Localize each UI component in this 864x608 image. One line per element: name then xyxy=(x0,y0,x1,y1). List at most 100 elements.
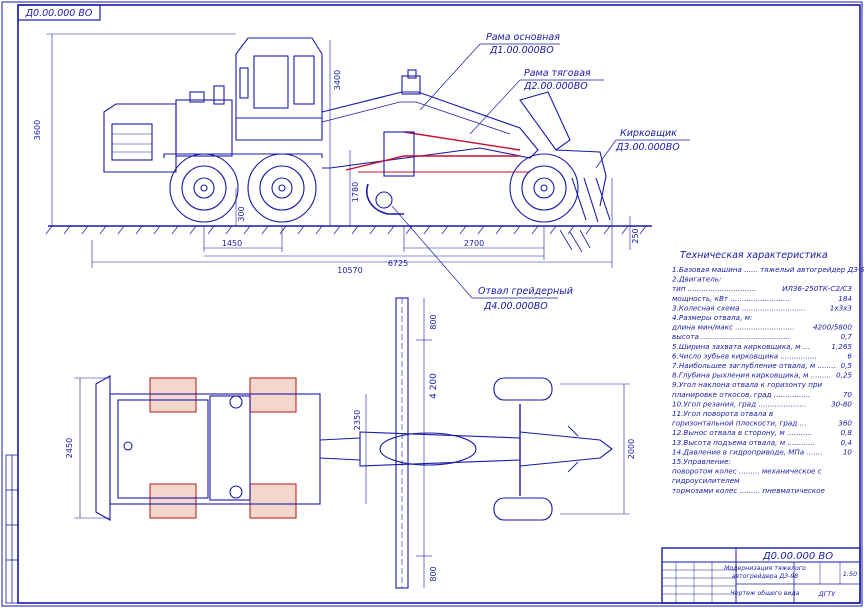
main-beam-top xyxy=(359,431,521,467)
spec-value: 184 xyxy=(838,294,852,303)
callout-main-frame: Рама основная Д1.00.000ВО xyxy=(419,32,560,111)
title-block xyxy=(661,547,861,604)
spec-line: 3.Колесная схема .......................… xyxy=(672,303,806,312)
dim-height-cab: 3400 xyxy=(333,70,342,90)
callout-blade: Отвал грейдерный Д4.00.000ВО xyxy=(391,205,573,312)
dim-base-3: 2700 xyxy=(464,239,484,248)
spec-line: 7.Наибольшее заглубление отвала, м .....… xyxy=(672,361,836,370)
spec-line: 11.Угол поворота отвала в xyxy=(672,409,773,418)
spec-lines: 1.Базовая машина ...... тяжелый автогрей… xyxy=(671,265,864,495)
side-dimensions xyxy=(46,33,631,268)
spec-line: 13.Высота подъема отвала, м ............ xyxy=(672,438,815,447)
spec-line: 2.Двигатель: xyxy=(672,275,721,284)
spec-value: 10 xyxy=(843,447,853,456)
stamp-box: Д0.00.000 ВО xyxy=(17,4,101,21)
spec-value: 0,4 xyxy=(841,438,853,447)
spec-line: мощность, кВт .......................... xyxy=(672,294,790,303)
rear-wheel-1 xyxy=(169,153,239,223)
ripper xyxy=(555,149,611,253)
title-block-doc: Чертеж общего вида xyxy=(731,589,800,597)
front-wheel xyxy=(509,153,579,223)
drawbar xyxy=(403,131,521,151)
spec-line: тип .............................. xyxy=(672,284,756,293)
spec-value: 0,7 xyxy=(841,332,853,341)
callout-code: Д1.00.000ВО xyxy=(489,45,554,56)
cab-window-front xyxy=(293,55,315,105)
margin-strip xyxy=(5,454,19,604)
rear-body xyxy=(109,393,321,505)
spec-line: гидроусилителем xyxy=(672,476,740,485)
spec-line: 8.Глубина рыхления кирковщика, м .......… xyxy=(672,371,831,380)
spec-value: 6 xyxy=(847,351,852,360)
dim-base-2: 6725 xyxy=(388,259,408,268)
callout-label: Отвал грейдерный xyxy=(478,286,573,297)
title-block-scale: 1:50 xyxy=(843,570,858,578)
spec-value: 0,5 xyxy=(841,361,853,370)
callout-label: Кирковщик xyxy=(620,128,677,139)
dim-width-total: 2450 xyxy=(65,438,74,458)
spec-line: планировке откосов, град ...............… xyxy=(672,390,810,399)
ground-hatch xyxy=(45,225,647,235)
spec-line: 10.Угол резания, град ..................… xyxy=(672,399,806,408)
dim-width-frame: 2350 xyxy=(353,410,362,430)
spec-line: горизонтальной плоскости, град ... xyxy=(672,419,806,428)
callout-code: Д2.00.000ВО xyxy=(523,81,588,92)
technical-specs: Техническая характеристика 1.Базовая маш… xyxy=(671,250,864,495)
spec-line: 4.Размеры отвала, м: xyxy=(672,313,752,322)
radiator-grille xyxy=(111,123,153,161)
spec-line: 1.Базовая машина ...... тяжелый автогрей… xyxy=(672,265,864,274)
spec-value: 0,25 xyxy=(836,371,852,380)
callout-ripper: Кирковщик Д3.00.000ВО xyxy=(595,128,690,169)
callout-draw-frame: Рама тяговая Д2.00.000ВО xyxy=(469,68,604,135)
cab-top xyxy=(209,395,251,501)
spec-value: 1,265 xyxy=(831,342,852,351)
rear-tires-left xyxy=(149,377,197,519)
bogie xyxy=(163,153,323,158)
spec-line: высота .................................… xyxy=(672,332,790,341)
top-dimensions xyxy=(74,298,630,588)
spec-value: ИЛ36-250ТК-С2/С3 xyxy=(782,284,852,293)
spec-line: 15.Управление: xyxy=(672,457,731,466)
dim-length-total: 10570 xyxy=(337,266,362,275)
spec-line: 14.Давление в гидроприводе, МПа ....... xyxy=(672,447,823,456)
spec-line: 5.Ширина захвата кирковщика, м ... xyxy=(672,342,810,351)
spec-value: 1х3х3 xyxy=(830,303,853,312)
dim-track: 2000 xyxy=(627,439,636,459)
dim-blade-bottom: 800 xyxy=(429,566,438,581)
front-wheel-left xyxy=(493,377,553,401)
title-block-name-2: автогрейдера ДЗ-98 xyxy=(732,573,799,580)
exhaust-pipe xyxy=(213,85,225,105)
dim-clearance: 300 xyxy=(237,206,246,221)
rear-end xyxy=(95,375,111,521)
spec-value: 0,8 xyxy=(841,428,853,437)
ripper-top xyxy=(519,431,613,467)
dim-blade-top: 800 xyxy=(429,314,438,329)
spec-value: 30-80 xyxy=(831,399,852,408)
circle-mechanism xyxy=(383,131,415,177)
rear-tires-right xyxy=(249,377,297,519)
dim-blade-len: 4 200 xyxy=(429,373,439,399)
circle-top xyxy=(379,432,477,466)
spec-line: 12.Вынос отвала в сторону, м ........... xyxy=(672,428,812,437)
spec-value: 360 xyxy=(838,419,852,428)
air-filter xyxy=(189,91,205,103)
blade xyxy=(366,183,404,215)
engine-top xyxy=(117,399,209,499)
callout-code: Д3.00.000ВО xyxy=(615,142,680,153)
grader-top-view xyxy=(95,297,613,589)
dim-height-blade: 1780 xyxy=(351,182,360,202)
callout-code: Д4.00.000ВО xyxy=(483,301,548,312)
spec-title: Техническая характеристика xyxy=(680,250,828,261)
cab-window xyxy=(253,55,289,109)
dim-base-1: 1450 xyxy=(222,239,242,248)
rear-wheel-2 xyxy=(247,153,317,223)
title-block-code: Д0.00.000 ВО xyxy=(762,551,833,562)
dim-ground: 250 xyxy=(631,228,640,243)
engine-body xyxy=(175,99,233,157)
engine-housing xyxy=(103,103,177,173)
title-block-org: ДГТУ xyxy=(818,590,837,598)
inner-frame xyxy=(17,4,861,604)
spec-value: 4200/5800 xyxy=(813,323,852,332)
spec-line: 9.Угол наклона отвала к горизонту при xyxy=(672,380,823,389)
